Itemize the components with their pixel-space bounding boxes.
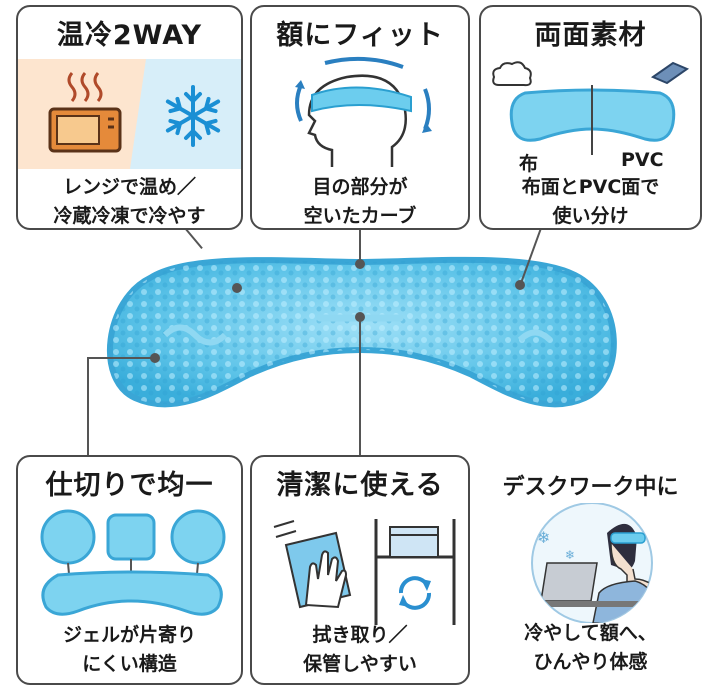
card-title: 清潔に使える <box>276 470 444 501</box>
caption-line: にくい構造 <box>82 653 177 675</box>
caption-line: 空いたカーブ <box>303 205 417 227</box>
pvc-sheet-icon <box>650 61 690 85</box>
card-two-way: 温冷2WAY レンジで温め／ 冷蔵冷凍で冷やす <box>16 5 243 230</box>
caption-line: 冷蔵冷凍で冷やす <box>53 205 206 227</box>
card-desk: デスクワーク中に ❄ ❄ 冷やして額へ、 ひんやり体感 <box>479 455 702 685</box>
caption-line: 拭き取り／ <box>312 624 408 646</box>
card-title: 仕切りで均一 <box>45 470 214 501</box>
connector-dot <box>150 353 160 363</box>
card-title: 温冷2WAY <box>56 20 203 51</box>
label-pvc: PVC <box>621 149 664 171</box>
desk-work-illustration: ❄ ❄ <box>531 503 653 623</box>
connector-dot <box>232 283 242 293</box>
mask-halves-icon <box>509 85 676 155</box>
caption-line: ジェルが片寄り <box>62 624 196 646</box>
caption-line: 布面とPVC面で <box>521 176 660 198</box>
head-icon <box>295 56 432 167</box>
connector-dot <box>355 259 365 269</box>
svg-text:❄: ❄ <box>565 548 575 562</box>
connector-partition-v <box>87 358 89 458</box>
card-title: 両面素材 <box>534 20 647 51</box>
card-clean: 清潔に使える 拭き取り／ 保管しやすい <box>250 455 470 685</box>
connector-dot <box>515 280 525 290</box>
connector-fit <box>359 226 361 264</box>
cloth-icon <box>492 61 532 87</box>
card-title: 額にフィット <box>276 20 444 51</box>
snowflake-icon <box>165 85 221 147</box>
connector-partition-h <box>87 357 155 359</box>
caption-line: レンジで温め／ <box>62 176 196 198</box>
card-fit: 額にフィット 目の部分が 空いたカーブ <box>250 5 470 230</box>
laptop-icon <box>540 562 598 602</box>
caption-line: 保管しやすい <box>303 653 417 675</box>
svg-text:❄: ❄ <box>537 528 550 547</box>
caption-line: 冷やして額へ、 <box>524 622 657 644</box>
partition-detail-icon <box>40 509 226 616</box>
card-material: 両面素材 布 PVC 布面とPVC面で 使い分け <box>479 5 702 230</box>
cool-panel <box>130 59 241 169</box>
caption-line: 目の部分が <box>312 176 408 198</box>
refresh-icon <box>399 576 431 610</box>
card-partition: 仕切りで均一 ジェルが片寄り にくい構造 <box>16 455 243 685</box>
wipe-hand-icon <box>273 520 352 609</box>
connector-dot <box>355 312 365 322</box>
caption-line: ひんやり体感 <box>533 651 648 673</box>
label-cloth: 布 <box>519 153 539 175</box>
storage-shelf-icon <box>374 519 456 625</box>
card-title: デスクワーク中に <box>502 475 679 500</box>
caption-line: 使い分け <box>552 205 629 227</box>
connector-clean <box>359 316 361 456</box>
microwave-icon <box>48 72 122 153</box>
